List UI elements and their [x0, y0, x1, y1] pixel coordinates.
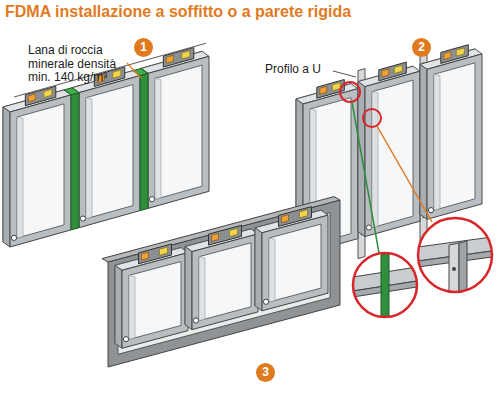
damper-frame: [262, 215, 328, 311]
actuator-lever: [444, 52, 451, 60]
actuator-label: [332, 83, 340, 91]
mineral-wool-strip: [71, 93, 79, 230]
callout-number: 3: [256, 363, 275, 382]
damper-casing-side: [255, 228, 262, 311]
zoom-content: [418, 237, 492, 292]
damper-casing-side: [420, 64, 427, 219]
damper-inner-wall: [17, 117, 23, 238]
actuator: [139, 244, 172, 264]
top-rail: [14, 43, 206, 97]
damper-bolt: [149, 197, 154, 202]
installation-1: [3, 43, 209, 247]
damper-inner-wall: [372, 92, 378, 228]
damper-opening: [129, 262, 181, 340]
damper-bolt: [80, 216, 85, 221]
actuator-lever: [282, 215, 289, 223]
damper-frame: [148, 56, 209, 208]
title: FDMA installazione a soffitto o a parete…: [5, 3, 351, 21]
actuator-label: [113, 70, 121, 78]
detail-marker: [363, 109, 381, 127]
damper-casing-side: [3, 107, 10, 247]
rigid-wall: [108, 200, 340, 367]
damper-frame: [427, 54, 482, 219]
zoom-ground: [418, 218, 492, 292]
damper-opening: [155, 65, 202, 199]
zoom-ground: [353, 253, 417, 317]
damper-bolt: [263, 299, 268, 304]
damper-bolt: [123, 337, 128, 342]
damper-inner-wall: [269, 238, 275, 302]
zoom-border: [353, 253, 417, 317]
actuator-lever: [166, 55, 173, 63]
damper-bolt: [193, 318, 198, 323]
actuator: [279, 207, 312, 227]
actuator-label: [160, 247, 168, 255]
damper-opening: [199, 243, 251, 321]
actuator-label: [182, 51, 190, 59]
material-note: Lana di roccia minerale densità min. 140…: [28, 44, 128, 85]
actuator-lever: [212, 234, 219, 242]
actuator-lever: [382, 69, 389, 77]
callout-number: 2: [412, 38, 431, 57]
actuator-lever: [142, 252, 149, 260]
leader-line: [352, 102, 379, 253]
mineral-wool-strip: [140, 73, 148, 210]
actuator-label: [300, 210, 308, 218]
callout-number: 1: [134, 38, 153, 57]
zoom-content: [353, 253, 417, 317]
actuator-label: [456, 48, 464, 56]
damper-opening: [269, 224, 321, 302]
damper-frame: [10, 95, 71, 247]
zoom-border: [418, 218, 492, 292]
leader-line: [127, 63, 141, 78]
damper-opening: [17, 104, 64, 238]
damper-inner-wall: [129, 275, 135, 339]
mineral-wool-strip-top: [64, 88, 79, 95]
actuator: [379, 62, 407, 81]
damper-inner-wall: [155, 78, 161, 199]
zoom-u-profile: [449, 243, 459, 292]
damper-frame: [79, 76, 140, 228]
damper-bolt: [366, 225, 371, 230]
damper-casing-side: [185, 247, 192, 330]
actuator: [441, 45, 469, 64]
actuator-label: [230, 228, 238, 236]
damper-frame: [192, 234, 258, 330]
detail-zoom: [418, 218, 492, 292]
damper-bolt: [428, 208, 433, 213]
detail-zoom: [353, 253, 417, 317]
damper-inner-wall: [434, 74, 440, 210]
damper-frame: [122, 253, 188, 349]
actuator: [209, 225, 242, 245]
zoom-screw: [452, 267, 456, 271]
detail-marker: [340, 82, 360, 102]
actuator-label: [394, 65, 402, 73]
damper-inner-wall: [199, 257, 205, 321]
leader-line: [333, 71, 356, 77]
zoom-seal: [381, 253, 389, 317]
actuator-label: [44, 89, 52, 97]
actuator-lever: [28, 94, 35, 102]
part-label: Profilo a U: [265, 63, 321, 77]
wall-opening: [118, 213, 330, 355]
damper-bolt: [11, 235, 16, 240]
zoom-u-profile-side: [459, 241, 467, 292]
actuator-lever: [320, 86, 327, 94]
damper-opening: [434, 63, 475, 211]
leader-line: [377, 126, 432, 222]
damper-inner-wall: [86, 98, 92, 219]
damper-casing-side: [115, 265, 122, 348]
installation-3: [102, 197, 340, 367]
damper-opening: [86, 85, 133, 219]
